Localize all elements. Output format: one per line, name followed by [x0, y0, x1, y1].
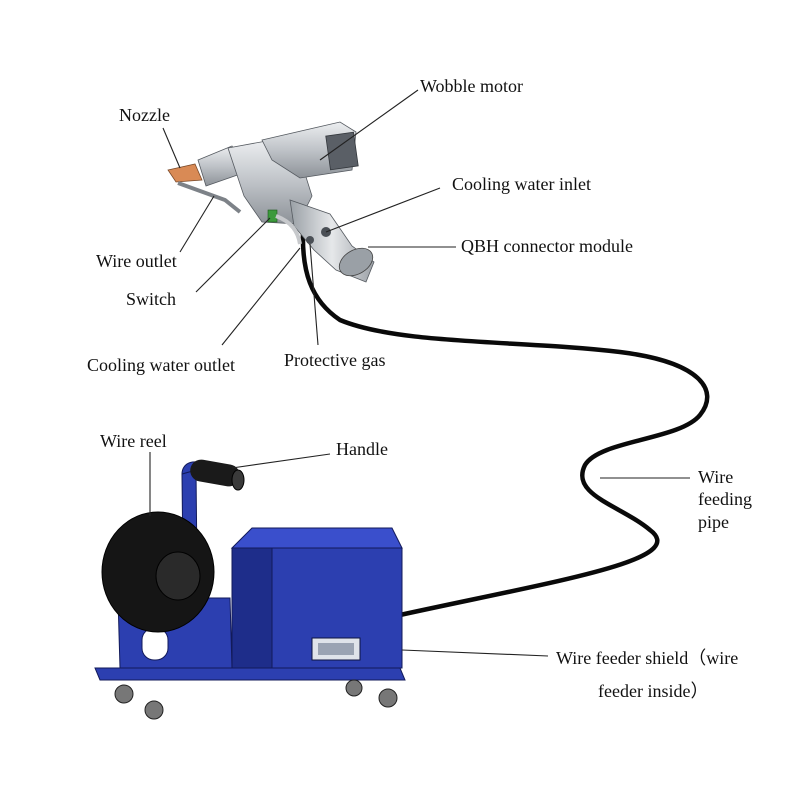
qbh-connector-end	[338, 247, 374, 277]
leader-wire-outlet	[179, 195, 215, 253]
gas-fitting	[306, 236, 314, 244]
leader-cooling-water-outlet	[221, 247, 301, 346]
feeder-cabinet-side	[231, 547, 273, 669]
leader-switch	[195, 217, 271, 293]
leader-lines	[149, 89, 690, 657]
feeder-cabinet-top	[230, 527, 403, 549]
wire-outlet-tube	[177, 181, 242, 214]
wire-feeding-pipe	[300, 229, 710, 618]
label-wobble-motor: Wobble motor	[420, 76, 524, 96]
label-wire-feeder-shield-2: feeder inside）	[598, 681, 709, 701]
caster-wheels	[114, 679, 398, 720]
leader-protective-gas	[309, 243, 319, 346]
cart-base	[94, 667, 406, 681]
label-wire-feeding-pipe-2: feeding	[698, 489, 752, 509]
leader-cooling-water-inlet	[325, 187, 441, 233]
label-cooling-water-outlet: Cooling water outlet	[87, 355, 235, 375]
cart-handle	[190, 459, 245, 491]
label-switch: Switch	[126, 289, 177, 309]
label-cooling-water-inlet: Cooling water inlet	[452, 174, 591, 194]
feeder-window-inner	[318, 643, 354, 655]
label-qbh-connector-module: QBH connector module	[461, 236, 633, 256]
label-wire-feeding-pipe-3: pipe	[698, 512, 729, 532]
leader-nozzle	[162, 127, 181, 169]
reel-plate-slot	[141, 627, 169, 661]
gun-switch	[267, 209, 278, 223]
label-handle: Handle	[336, 439, 388, 459]
label-nozzle: Nozzle	[119, 105, 170, 125]
cooling-outlet-tube	[275, 214, 302, 245]
leader-handle	[231, 453, 331, 469]
leader-wire-feeder-shield	[401, 649, 549, 657]
label-wire-reel: Wire reel	[100, 431, 167, 451]
label-wire-feeding-pipe-1: Wire	[698, 467, 734, 487]
label-wire-feeder-shield-1: Wire feeder shield（wire	[556, 648, 739, 668]
wire-reel-hub	[155, 551, 201, 601]
label-protective-gas: Protective gas	[284, 350, 386, 370]
label-wire-outlet: Wire outlet	[96, 251, 177, 271]
wire-feeder-cart	[94, 459, 406, 720]
welding-gun	[167, 121, 375, 283]
leader-wobble-motor	[319, 89, 419, 161]
wobble-motor-cap	[325, 131, 359, 171]
nozzle-tip	[167, 163, 203, 183]
